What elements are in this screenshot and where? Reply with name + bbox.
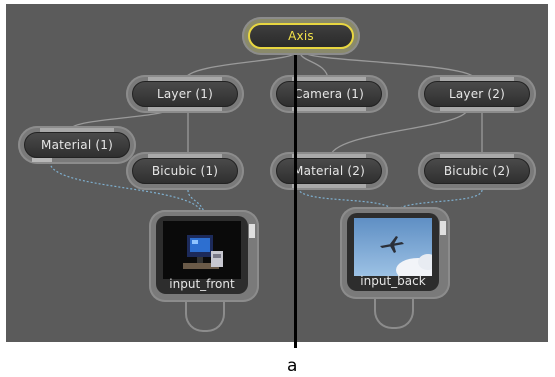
node-input-front-label: input_front xyxy=(169,277,235,291)
node-material-1-port xyxy=(40,128,114,132)
node-material-2-output-port xyxy=(292,184,366,188)
node-camera-1-output-port xyxy=(292,107,366,111)
node-material-1-label: Material (1) xyxy=(41,138,113,152)
node-input-front-frame: input_front xyxy=(156,216,248,294)
node-input-back[interactable]: input_back xyxy=(340,207,450,299)
node-input-back-tail xyxy=(374,297,414,329)
node-input-front-slider[interactable] xyxy=(249,224,255,238)
node-material-1-output-port xyxy=(32,158,52,162)
node-material-1[interactable]: Material (1) xyxy=(18,126,136,164)
callout-label: a xyxy=(287,356,298,376)
input-back-thumbnail xyxy=(354,218,432,276)
node-layer-2-output-port xyxy=(440,107,514,111)
node-layer-1-output-port xyxy=(148,107,222,111)
node-bicubic-1[interactable]: Bicubic (1) xyxy=(126,152,244,190)
input-front-thumbnail xyxy=(163,221,241,279)
node-layer-2[interactable]: Layer (2) xyxy=(418,75,536,113)
node-input-front[interactable]: input_front xyxy=(149,210,259,302)
callout-line xyxy=(294,55,297,348)
node-axis[interactable]: Axis xyxy=(242,17,360,55)
node-bicubic-1-port xyxy=(148,154,222,158)
node-layer-1[interactable]: Layer (1) xyxy=(126,75,244,113)
node-material-2[interactable]: Material (2) xyxy=(270,152,388,190)
node-layer-2-port xyxy=(440,77,514,81)
node-layer-2-label: Layer (2) xyxy=(448,87,506,101)
node-camera-1-label: Camera (1) xyxy=(294,87,364,101)
node-input-back-label: input_back xyxy=(360,274,426,288)
node-camera-1[interactable]: Camera (1) xyxy=(270,75,388,113)
node-camera-1-port xyxy=(292,77,366,81)
node-layer-1-label: Layer (1) xyxy=(156,87,214,101)
node-bicubic-2[interactable]: Bicubic (2) xyxy=(418,152,536,190)
node-bicubic-2-port xyxy=(440,154,514,158)
node-bicubic-2-label: Bicubic (2) xyxy=(443,164,511,178)
node-axis-label: Axis xyxy=(288,29,314,43)
node-bicubic-1-label: Bicubic (1) xyxy=(151,164,219,178)
node-material-2-port xyxy=(292,154,366,158)
node-input-back-frame: input_back xyxy=(347,213,439,291)
node-input-front-tail xyxy=(185,300,225,332)
node-input-back-slider[interactable] xyxy=(440,221,446,235)
node-material-2-label: Material (2) xyxy=(293,164,365,178)
node-layer-1-port xyxy=(148,77,222,81)
